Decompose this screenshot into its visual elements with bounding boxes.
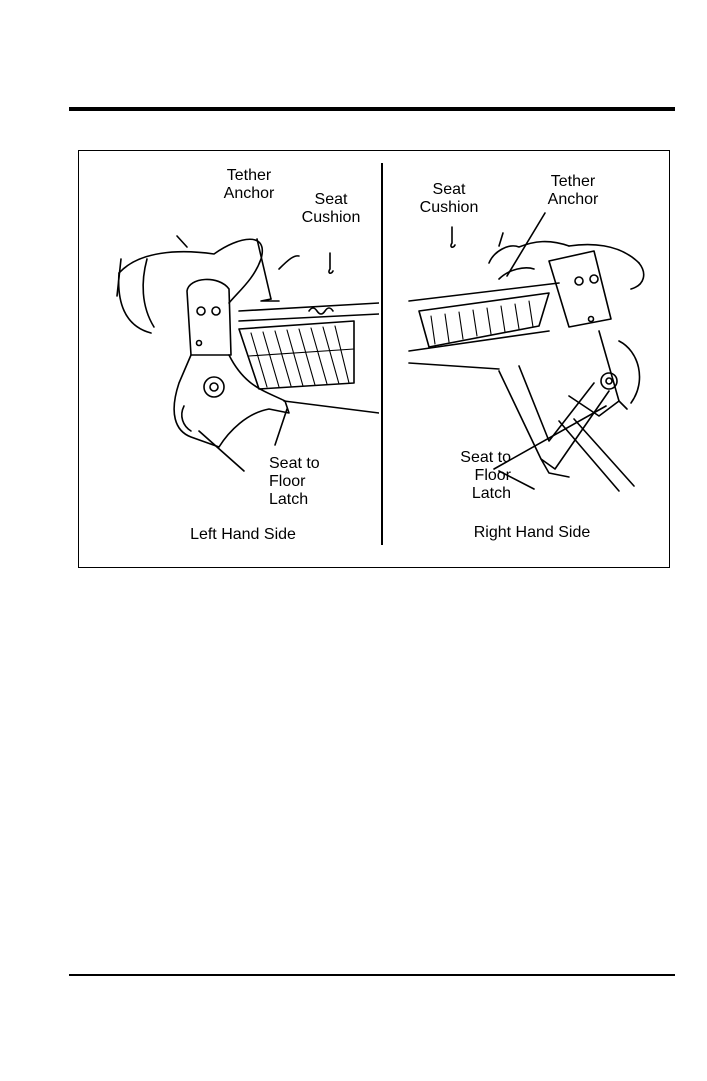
right-seat-cushion-label: Seat Cushion — [413, 181, 485, 217]
header-rule — [69, 107, 675, 111]
footer-rule — [69, 974, 675, 976]
left-tether-anchor-label: Tether Anchor — [213, 167, 285, 203]
right-tether-anchor-label: Tether Anchor — [537, 173, 609, 209]
right-seat-latch-illustration — [79, 151, 671, 569]
right-seat-to-floor-latch-label: Seat to Floor Latch — [445, 449, 511, 503]
left-seat-to-floor-latch-label: Seat to Floor Latch — [269, 455, 333, 509]
seat-latch-figure: Tether Anchor Seat Cushion Seat to Floor… — [78, 150, 670, 568]
right-panel-caption: Right Hand Side — [457, 524, 607, 542]
left-panel-caption: Left Hand Side — [173, 526, 313, 544]
left-seat-cushion-label: Seat Cushion — [295, 191, 367, 227]
